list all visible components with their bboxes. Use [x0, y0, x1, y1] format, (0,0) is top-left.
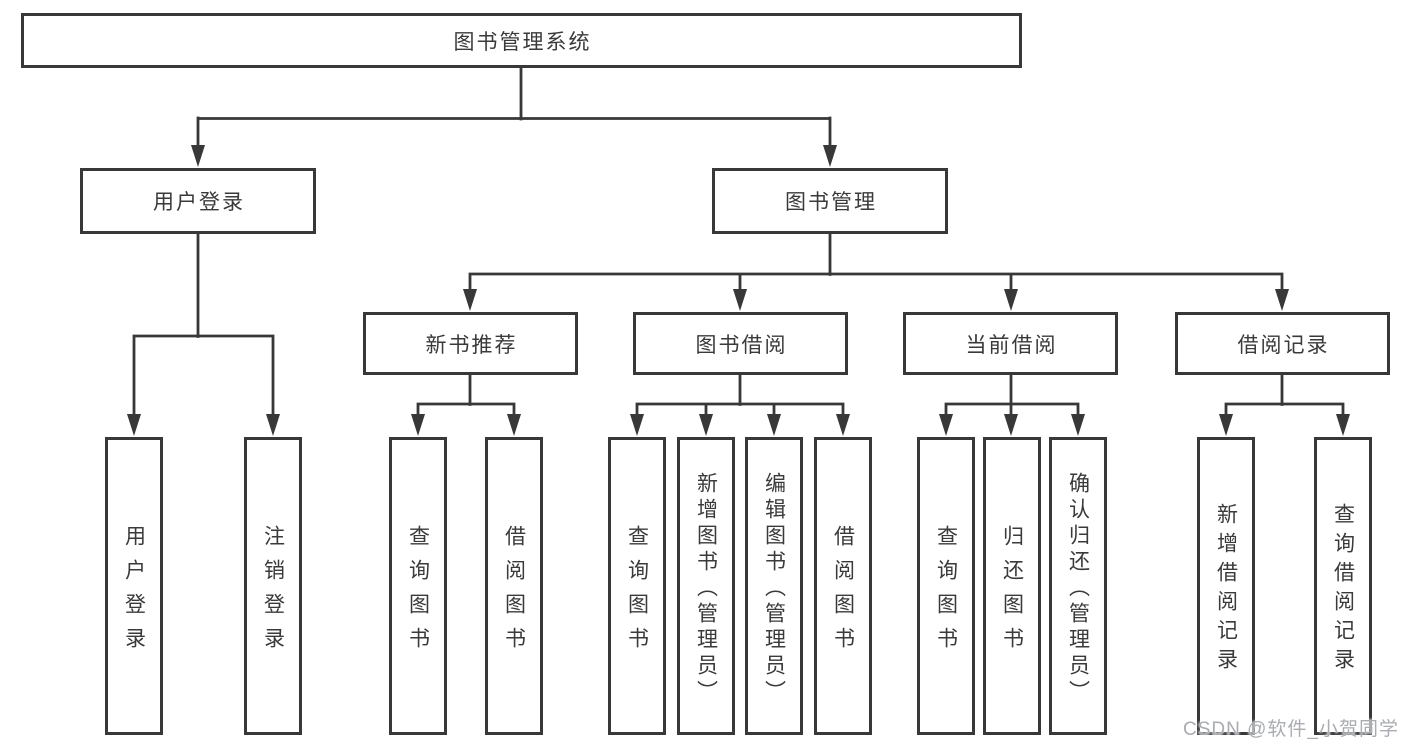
arrowhead: [463, 289, 477, 311]
edge-borrowing-records-to-leaves: [1224, 373, 1345, 419]
node-user-login-action-label: 用户登录: [122, 524, 146, 661]
node-add-books-admin-label: 新增图书（管理员）: [694, 471, 718, 706]
node-user-login-label: 用户登录: [153, 191, 245, 214]
node-current-borrowing: 当前借阅: [903, 312, 1118, 375]
node-add-books-admin: 新增图书（管理员）: [677, 437, 735, 735]
node-return-books-label: 归还图书: [1000, 524, 1024, 661]
arrowhead: [1336, 414, 1350, 436]
arrowhead: [266, 414, 280, 436]
node-borrowing-records: 借阅记录: [1175, 312, 1390, 375]
edge-current-borrowing-to-leaves: [944, 373, 1080, 419]
tree-arrowheads: [127, 145, 1350, 436]
node-query-books-borrowing: 查询图书: [608, 437, 666, 735]
arrowhead: [1275, 289, 1289, 311]
node-new-book-recommendation: 新书推荐: [363, 312, 578, 375]
node-user-login-action: 用户登录: [105, 437, 163, 735]
node-edit-books-admin-label: 编辑图书（管理员）: [762, 471, 786, 706]
arrowhead: [1219, 414, 1233, 436]
node-add-borrow-record: 新增借阅记录: [1197, 437, 1255, 735]
edge-book-borrowing-to-leaves: [635, 373, 845, 419]
node-query-books-current-label: 查询图书: [934, 524, 958, 661]
node-borrow-books-borrowing: 借阅图书: [814, 437, 872, 735]
node-borrowing-records-label: 借阅记录: [1237, 333, 1330, 357]
node-root: 图书管理系统: [21, 13, 1022, 68]
node-logout-action-label: 注销登录: [261, 524, 285, 661]
edge-new-book-recommendation-to-leaves: [416, 373, 516, 419]
arrowhead: [939, 414, 953, 436]
arrowhead: [733, 289, 747, 311]
node-borrow-books-borrowing-label: 借阅图书: [831, 524, 855, 661]
node-query-books-current: 查询图书: [917, 437, 975, 735]
node-query-borrow-record: 查询借阅记录: [1314, 437, 1372, 735]
node-user-login: 用户登录: [80, 168, 316, 234]
arrowhead: [127, 414, 141, 436]
edge-root-to-level2: [196, 64, 832, 150]
arrowhead: [823, 145, 837, 167]
node-current-borrowing-label: 当前借阅: [965, 333, 1058, 357]
node-add-borrow-record-label: 新增借阅记录: [1214, 503, 1238, 677]
node-book-management-label: 图书管理: [785, 191, 877, 214]
arrowhead: [191, 145, 205, 167]
tree-edges: [132, 64, 1345, 419]
node-confirm-return-admin: 确认归还（管理员）: [1049, 437, 1107, 735]
csdn-watermark: CSDN @软件_小贺同学: [1183, 719, 1399, 740]
arrowhead: [630, 414, 644, 436]
node-book-borrowing: 图书借阅: [633, 312, 848, 375]
node-book-borrowing-label: 图书借阅: [695, 333, 788, 357]
arrowhead: [1071, 414, 1085, 436]
node-logout-action: 注销登录: [244, 437, 302, 735]
node-return-books: 归还图书: [983, 437, 1041, 735]
edge-user-login-to-leaves: [132, 232, 275, 419]
arrowhead: [1004, 414, 1018, 436]
node-book-management: 图书管理: [712, 168, 948, 234]
node-borrow-books-recommend-label: 借阅图书: [502, 524, 526, 661]
arrowhead: [699, 414, 713, 436]
arrowhead: [1004, 289, 1018, 311]
arrowhead: [767, 414, 781, 436]
node-query-books-recommend-label: 查询图书: [406, 524, 430, 661]
node-edit-books-admin: 编辑图书（管理员）: [745, 437, 803, 735]
node-query-borrow-record-label: 查询借阅记录: [1331, 503, 1355, 677]
node-query-books-recommend: 查询图书: [389, 437, 447, 735]
arrowhead: [836, 414, 850, 436]
node-new-book-recommendation-label: 新书推荐: [425, 333, 518, 357]
node-borrow-books-recommend: 借阅图书: [485, 437, 543, 735]
node-root-label: 图书管理系统: [453, 30, 592, 54]
node-confirm-return-admin-label: 确认归还（管理员）: [1066, 471, 1090, 706]
arrowhead: [507, 414, 521, 436]
edge-book-management-to-level3: [468, 232, 1284, 295]
arrowhead: [411, 414, 425, 436]
node-query-books-borrowing-label: 查询图书: [625, 524, 649, 661]
